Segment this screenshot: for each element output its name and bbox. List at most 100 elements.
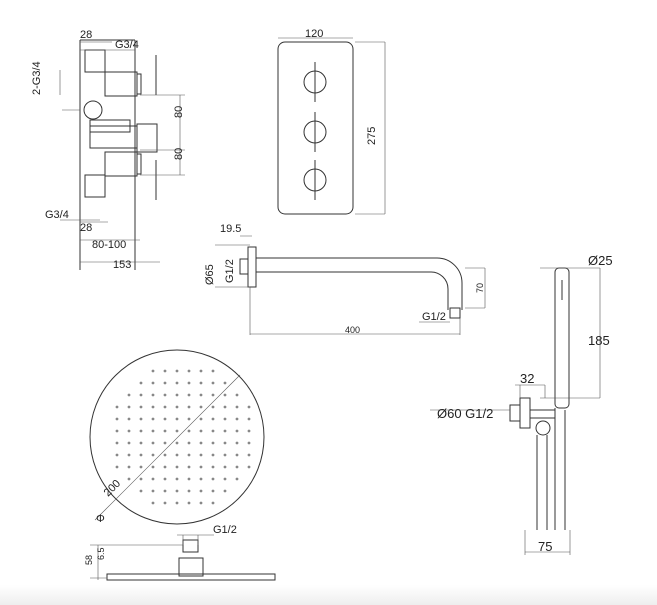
nozzle-dot bbox=[211, 369, 215, 373]
nozzle-dot bbox=[235, 477, 239, 481]
nozzle-dot bbox=[151, 369, 155, 373]
nozzle-dot bbox=[235, 453, 239, 457]
dim-spacing-lower: 80 bbox=[173, 148, 185, 160]
dim-hand-depth: 75 bbox=[538, 539, 552, 554]
nozzle-dot bbox=[139, 393, 143, 397]
nozzle-dot bbox=[175, 477, 179, 481]
dim-outlet-thread: G1/2 bbox=[422, 311, 446, 323]
nozzle-dot bbox=[163, 417, 167, 421]
nozzle-dot bbox=[151, 477, 155, 481]
nozzle-dot bbox=[211, 441, 215, 445]
nozzle-dot bbox=[151, 441, 155, 445]
nozzle-dot bbox=[211, 453, 215, 457]
nozzle-dot bbox=[163, 393, 167, 397]
nozzle-dot bbox=[211, 429, 215, 433]
nozzle-dot bbox=[175, 441, 179, 445]
dim-total-depth: 153 bbox=[113, 259, 131, 271]
nozzle-dot bbox=[187, 453, 191, 457]
nozzle-dot bbox=[235, 417, 239, 421]
dim-spacing-upper: 80 bbox=[173, 106, 185, 118]
nozzle-dot bbox=[127, 429, 131, 433]
nozzle-dot bbox=[115, 429, 119, 433]
nozzle-dot bbox=[199, 429, 203, 433]
nozzle-dot bbox=[115, 417, 119, 421]
footer-bar bbox=[0, 585, 657, 605]
nozzle-dot bbox=[247, 465, 251, 469]
nozzle-dot bbox=[223, 417, 227, 421]
dim-head-diameter: 200 bbox=[102, 478, 123, 499]
dim-head-total-height: 58 bbox=[84, 555, 94, 565]
nozzle-dot bbox=[163, 489, 167, 493]
nozzle-dot bbox=[199, 501, 203, 505]
nozzle-dot bbox=[199, 393, 203, 397]
nozzle-dot bbox=[211, 477, 215, 481]
nozzle-dot bbox=[175, 405, 179, 409]
nozzle-dot bbox=[187, 417, 191, 421]
nozzle-dot bbox=[247, 441, 251, 445]
dim-depth-range: 80-100 bbox=[92, 239, 126, 251]
dim-hand-height: 185 bbox=[588, 333, 610, 348]
nozzle-dot bbox=[163, 477, 167, 481]
nozzle-dot bbox=[223, 429, 227, 433]
nozzle-dot bbox=[139, 441, 143, 445]
nozzle-dot bbox=[235, 405, 239, 409]
nozzle-dot bbox=[175, 453, 179, 457]
nozzle-dot bbox=[199, 369, 203, 373]
nozzle-dot bbox=[151, 405, 155, 409]
valve-front-view: 120 275 bbox=[277, 28, 386, 215]
dim-top-inlet: G3/4 bbox=[115, 39, 139, 51]
nozzle-dot bbox=[223, 477, 227, 481]
nozzle-dot bbox=[163, 441, 167, 445]
nozzle-dot bbox=[187, 429, 191, 433]
dim-side-inlets: 2-G3/4 bbox=[31, 61, 43, 95]
nozzle-dot bbox=[223, 489, 227, 493]
dim-elbow-label: Ø60 G1/2 bbox=[437, 406, 493, 421]
nozzle-dot bbox=[139, 429, 143, 433]
nozzle-dot bbox=[235, 429, 239, 433]
nozzle-dot bbox=[199, 489, 203, 493]
nozzle-dot bbox=[151, 453, 155, 457]
nozzle-dot bbox=[187, 489, 191, 493]
nozzle-dot bbox=[139, 453, 143, 457]
dim-head-diameter-symbol: Φ bbox=[96, 513, 105, 525]
nozzle-dot bbox=[163, 453, 167, 457]
nozzle-dot bbox=[127, 417, 131, 421]
dim-top-width: 28 bbox=[80, 29, 92, 41]
nozzle-dot bbox=[115, 405, 119, 409]
nozzle-dot bbox=[127, 405, 131, 409]
nozzle-dot bbox=[187, 405, 191, 409]
dim-bottom-width: 28 bbox=[80, 222, 92, 234]
nozzle-dot bbox=[199, 381, 203, 385]
nozzle-dot bbox=[151, 465, 155, 469]
nozzle-dot bbox=[223, 441, 227, 445]
nozzle-dot bbox=[235, 393, 239, 397]
nozzle-dot bbox=[175, 369, 179, 373]
nozzle-dot bbox=[199, 453, 203, 457]
dim-hand-diameter: Ø25 bbox=[588, 253, 613, 268]
nozzle-dot bbox=[163, 369, 167, 373]
nozzle-dot bbox=[163, 429, 167, 433]
nozzle-dot bbox=[151, 429, 155, 433]
nozzle-dot bbox=[139, 489, 143, 493]
nozzle-dot bbox=[127, 441, 131, 445]
nozzle-dot bbox=[139, 477, 143, 481]
nozzle-dot bbox=[199, 417, 203, 421]
dim-bottom-inlet: G3/4 bbox=[45, 209, 69, 221]
nozzle-dot bbox=[175, 429, 179, 433]
nozzle-dot bbox=[223, 465, 227, 469]
nozzle-dot bbox=[247, 429, 251, 433]
dim-front-width: 120 bbox=[305, 28, 323, 40]
nozzle-dot bbox=[127, 393, 131, 397]
nozzle-dot bbox=[199, 441, 203, 445]
nozzle-dot bbox=[211, 489, 215, 493]
nozzle-dot bbox=[187, 465, 191, 469]
nozzle-dot bbox=[199, 405, 203, 409]
dim-arm-length: 400 bbox=[345, 325, 360, 335]
shower-head-view: 200 Φ G1/2 6.5 58 bbox=[84, 349, 276, 581]
nozzle-dot bbox=[187, 477, 191, 481]
nozzle-dot bbox=[175, 501, 179, 505]
dim-drop: 70 bbox=[475, 283, 485, 293]
shower-arm-view: 19.5 Ø65 G1/2 70 G1/2 400 bbox=[204, 223, 486, 335]
nozzle-dot bbox=[187, 501, 191, 505]
